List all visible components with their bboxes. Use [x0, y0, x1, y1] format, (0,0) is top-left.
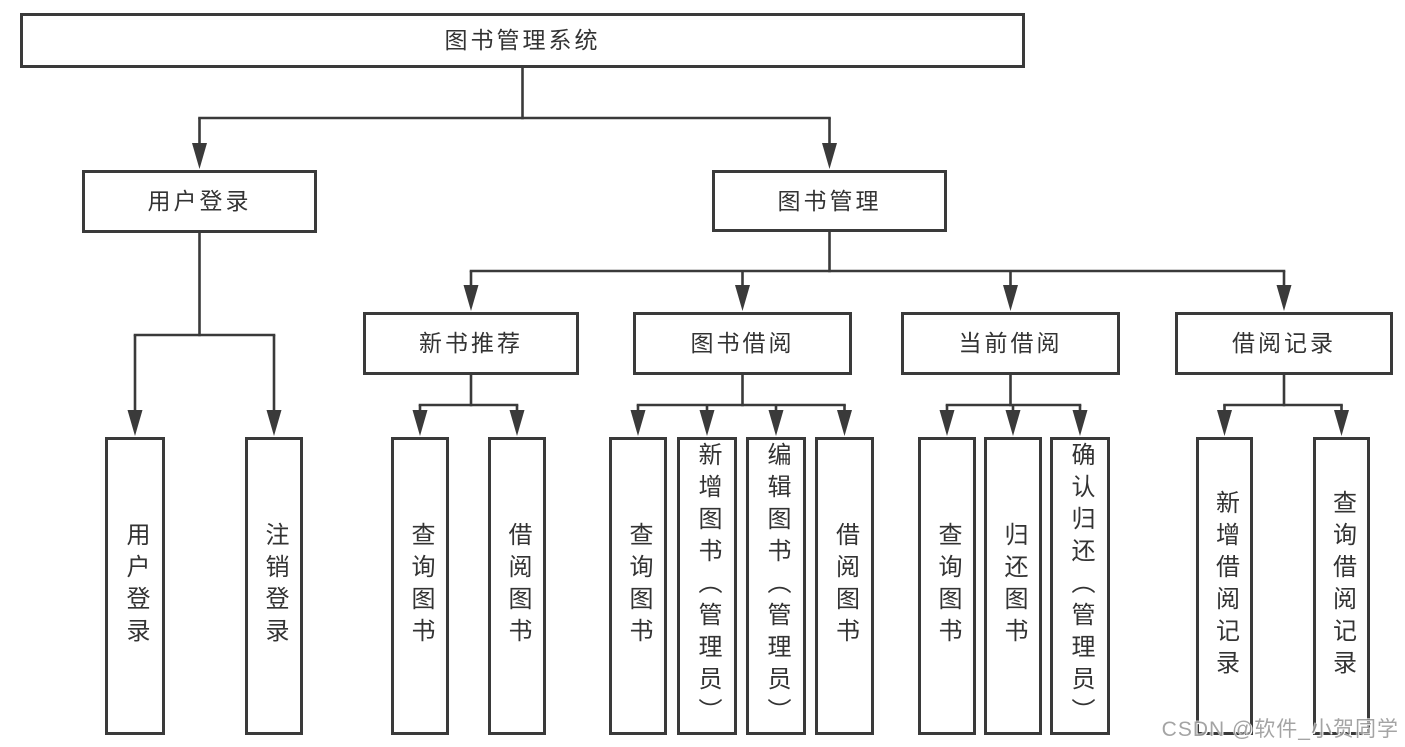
- leaf-query-borrow-record: 查询借阅记录: [1313, 437, 1370, 735]
- leaf-label: 查询借阅记录: [1328, 490, 1356, 682]
- leaf-add-borrow-record: 新增借阅记录: [1196, 437, 1253, 735]
- leaf-label: 确认归还（管理员）: [1067, 442, 1094, 730]
- node-user-login-label: 用户登录: [147, 188, 252, 214]
- leaf-label: 归还图书: [1000, 522, 1027, 650]
- leaf-label: 查询图书: [625, 522, 652, 650]
- node-root-label: 图书管理系统: [444, 27, 601, 53]
- node-user-login: 用户登录: [82, 170, 317, 233]
- leaf-label: 新增图书（管理员）: [694, 442, 721, 730]
- leaf-user-login-label: 用户登录: [122, 522, 149, 650]
- node-book-borrowing: 图书借阅: [633, 312, 852, 375]
- leaf-label: 查询图书: [407, 522, 434, 650]
- leaf-add-book-admin: 新增图书（管理员）: [677, 437, 737, 735]
- leaf-label: 查询图书: [934, 522, 961, 650]
- leaf-return-books: 归还图书: [984, 437, 1042, 735]
- leaf-query-books-borrowing: 查询图书: [609, 437, 667, 735]
- leaf-query-books-current: 查询图书: [918, 437, 976, 735]
- node-new-books-label: 新书推荐: [419, 330, 523, 356]
- node-borrow-records: 借阅记录: [1175, 312, 1393, 375]
- node-book-borrowing-label: 图书借阅: [690, 330, 795, 356]
- leaf-label: 借阅图书: [831, 522, 859, 650]
- leaf-logout: 注销登录: [245, 437, 303, 735]
- leaf-borrow-books: 借阅图书: [815, 437, 874, 735]
- leaf-confirm-return-admin: 确认归还（管理员）: [1050, 437, 1110, 735]
- leaf-borrow-books-newbooks: 借阅图书: [488, 437, 546, 735]
- csdn-watermark: CSDN @软件_小贺同学: [1161, 718, 1399, 741]
- leaf-edit-book-admin: 编辑图书（管理员）: [746, 437, 806, 735]
- leaf-query-books-newbooks: 查询图书: [391, 437, 449, 735]
- node-book-mgmt-label: 图书管理: [777, 187, 882, 214]
- node-borrow-records-label: 借阅记录: [1232, 330, 1336, 356]
- node-new-books: 新书推荐: [363, 312, 579, 375]
- leaf-user-login: 用户登录: [105, 437, 165, 735]
- node-current-borrowing-label: 当前借阅: [958, 330, 1063, 356]
- leaf-logout-label: 注销登录: [261, 522, 288, 650]
- node-book-mgmt: 图书管理: [712, 170, 947, 232]
- node-current-borrowing: 当前借阅: [901, 312, 1120, 375]
- leaf-label: 新增借阅记录: [1211, 490, 1239, 682]
- node-root: 图书管理系统: [20, 13, 1025, 68]
- leaf-label: 借阅图书: [504, 522, 531, 650]
- leaf-label: 编辑图书（管理员）: [763, 442, 790, 730]
